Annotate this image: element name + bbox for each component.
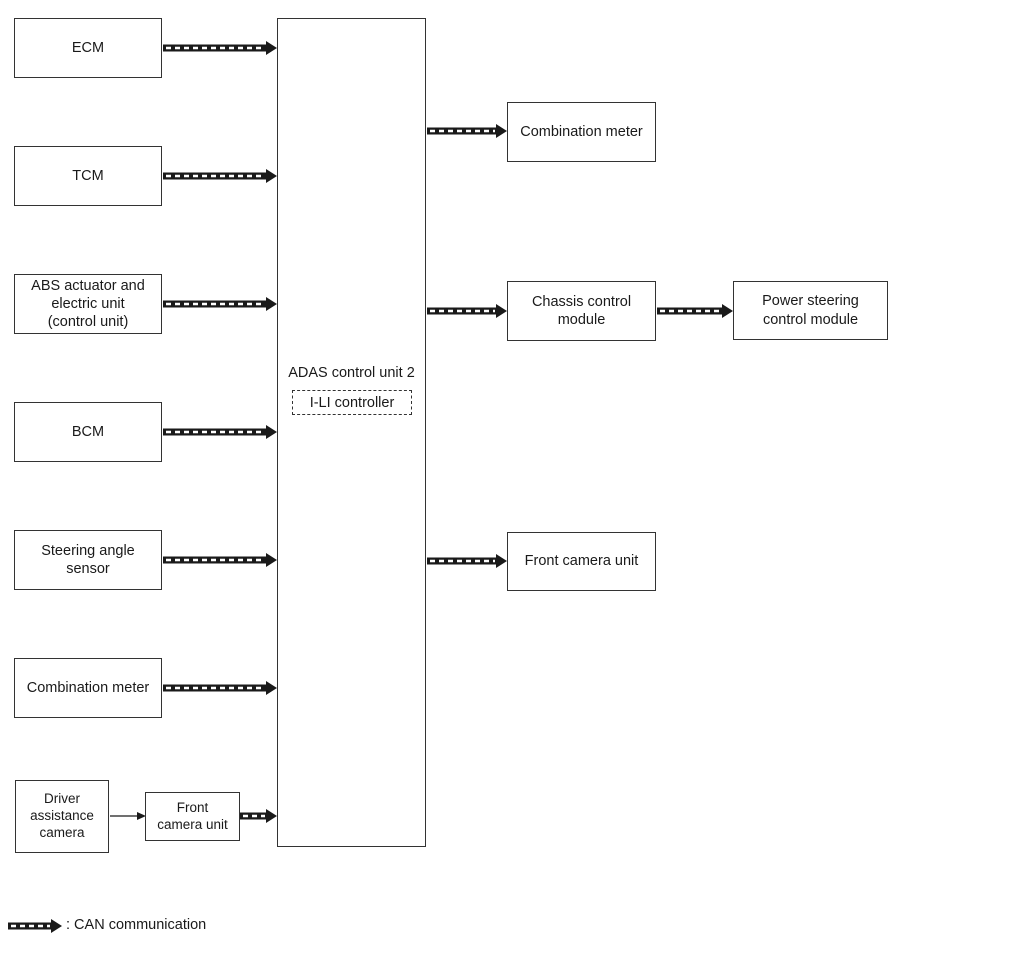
steering-angle-sensor-box: Steering angle sensor — [14, 530, 162, 590]
can-to-chassis-arrow-arrowhead — [496, 304, 507, 318]
power-steering-control-module-box: Power steering control module — [733, 281, 888, 340]
driver-assistance-camera-box: Driver assistance camera — [15, 780, 109, 853]
combination-meter-input-label: Combination meter — [26, 679, 150, 696]
bcm-box: BCM — [14, 402, 162, 462]
chassis-control-module-box: Chassis control module — [507, 281, 656, 341]
ecm-label: ECM — [71, 39, 105, 56]
can-tcm-arrow — [163, 169, 277, 183]
abs-label: ABS actuator and electric unit (control … — [31, 277, 145, 331]
power-steering-control-module-label: Power steering control module — [762, 293, 859, 328]
can-chassis-to-power-steering-arrow — [657, 304, 733, 318]
front-camera-unit-input-box: Front camera unit — [145, 792, 240, 841]
legend-can-symbol — [8, 919, 62, 933]
can-combination-meter-arrow-arrowhead — [266, 681, 277, 695]
can-bcm-arrow-arrowhead — [266, 425, 277, 439]
i-li-controller-label: I-LI controller — [309, 394, 395, 411]
i-li-controller-box: I-LI controller — [292, 390, 412, 415]
legend-can-symbol-arrowhead — [51, 919, 62, 933]
front-camera-unit-input-label: Front camera unit — [157, 799, 228, 832]
can-abs-arrow — [163, 297, 277, 311]
can-front-camera-arrow-arrowhead — [266, 809, 277, 823]
can-abs-arrow-arrowhead — [266, 297, 277, 311]
can-ecm-arrow — [163, 41, 277, 55]
front-camera-unit-output-label: Front camera unit — [524, 553, 639, 570]
tcm-label: TCM — [72, 167, 104, 184]
can-steering-arrow-arrowhead — [266, 553, 277, 567]
chassis-control-module-label: Chassis control module — [531, 293, 632, 328]
can-to-front-camera-arrow-arrowhead — [496, 554, 507, 568]
combination-meter-output-label: Combination meter — [520, 123, 643, 140]
ecm-box: ECM — [14, 18, 162, 78]
legend-label: : CAN communication — [66, 917, 207, 933]
combination-meter-input-box: Combination meter — [14, 658, 162, 718]
can-to-front-camera-arrow — [427, 554, 507, 568]
can-to-combination-meter-arrow — [427, 124, 507, 138]
can-bcm-arrow — [163, 425, 277, 439]
combination-meter-output-box: Combination meter — [507, 102, 656, 162]
can-front-camera-arrow — [240, 809, 277, 823]
can-tcm-arrow-arrowhead — [266, 169, 277, 183]
driver-assistance-camera-label: Driver assistance camera — [30, 791, 94, 840]
can-combination-meter-arrow — [163, 681, 277, 695]
abs-box: ABS actuator and electric unit (control … — [14, 274, 162, 334]
adas-control-unit-box: ADAS control unit 2 I-LI controller — [277, 18, 426, 847]
signal-arrowhead — [137, 812, 146, 820]
tcm-box: TCM — [14, 146, 162, 206]
front-camera-unit-output-box: Front camera unit — [507, 532, 656, 591]
can-to-chassis-arrow — [427, 304, 507, 318]
can-ecm-arrow-arrowhead — [266, 41, 277, 55]
adas-control-unit-title: ADAS control unit 2 — [288, 365, 415, 381]
can-chassis-to-power-steering-arrow-arrowhead — [722, 304, 733, 318]
can-steering-arrow — [163, 553, 277, 567]
steering-angle-sensor-label: Steering angle sensor — [41, 542, 135, 577]
can-to-combination-meter-arrow-arrowhead — [496, 124, 507, 138]
bcm-label: BCM — [71, 423, 105, 440]
